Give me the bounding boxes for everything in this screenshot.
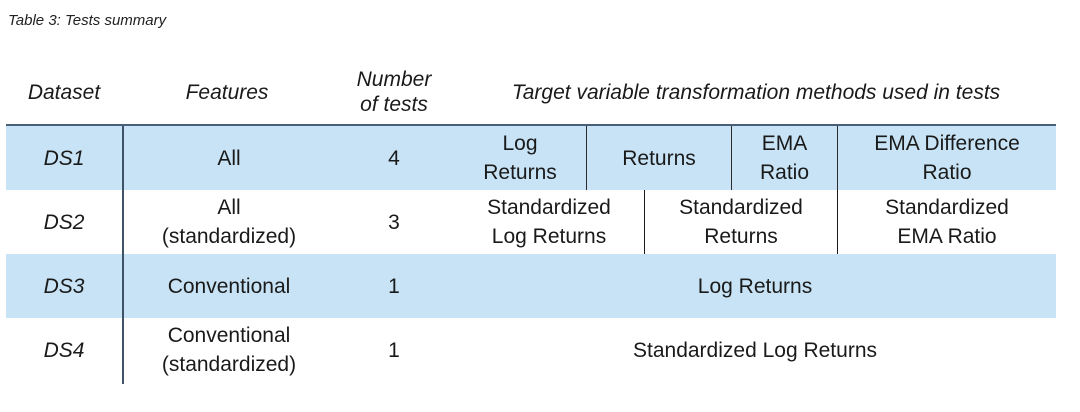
features-line2: (standardized) [161,353,297,376]
tests-summary-table: Dataset Features Number of tests Target … [6,60,1056,384]
features-line1: All [217,196,241,219]
header-methods: Target variable transformation methods u… [511,80,1001,104]
method-line1: Standardized [679,196,803,219]
method-line2: Returns [704,225,778,248]
cell-tests: 3 [388,210,400,234]
table-row-ds3: DS3 Conventional 1 Log Returns [6,254,1056,318]
method-line1: Standardized [885,196,1009,219]
cell-features: Conventional [167,274,291,298]
cell-method: Log Returns [454,126,586,190]
cell-divider [837,126,838,190]
cell-divider [586,126,587,190]
table-row-ds4: DS4 Conventional (standardized) 1 Standa… [6,318,1056,382]
header-dataset: Dataset [27,80,101,104]
cell-method: Returns [622,146,696,170]
table-row-ds2: DS2 All (standardized) 3 Standardized Lo… [6,190,1056,254]
table-row-ds1: DS1 All 4 Log Returns Returns EMA Ratio … [6,126,1056,190]
cell-features: All (standardized) [124,190,334,254]
method-line1: Standardized [487,196,611,219]
cell-method: Standardized Returns [645,190,837,254]
method-line1: EMA [761,132,808,155]
cell-dataset: DS2 [43,210,85,234]
table-caption: Table 3: Tests summary [8,12,167,29]
header-number-of-tests: Number of tests [332,60,456,124]
cell-method: Log Returns [697,274,813,298]
cell-tests: 4 [388,146,400,170]
cell-divider [644,190,645,254]
method-line2: Log Returns [491,225,607,248]
cell-method: Standardized EMA Ratio [838,190,1056,254]
table-header-row: Dataset Features Number of tests Target … [6,60,1056,126]
method-line2: EMA Ratio [897,225,997,248]
cell-dataset: DS4 [43,338,85,362]
cell-divider [837,190,838,254]
features-line2: (standardized) [161,225,297,248]
cell-features: Conventional (standardized) [124,318,334,382]
cell-method: Standardized Log Returns [454,190,644,254]
cell-tests: 1 [388,338,400,362]
cell-features: All [217,146,241,170]
method-line2: Ratio [759,161,810,184]
method-line2: Ratio [922,161,972,184]
cell-method: EMA Difference Ratio [838,126,1056,190]
header-number-line2: of tests [360,93,428,116]
cell-divider [731,126,732,190]
features-line1: Conventional [167,324,291,347]
method-line1: Log [502,132,538,155]
header-features: Features [185,80,269,104]
dataset-column-rule [122,126,124,384]
method-line2: Returns [483,161,557,184]
cell-dataset: DS1 [43,146,85,170]
cell-tests: 1 [388,274,400,298]
cell-method: EMA Ratio [732,126,837,190]
header-number-line1: Number [356,68,432,91]
cell-dataset: DS3 [43,274,85,298]
cell-method: Standardized Log Returns [633,338,877,362]
method-line1: EMA Difference [874,132,1020,155]
